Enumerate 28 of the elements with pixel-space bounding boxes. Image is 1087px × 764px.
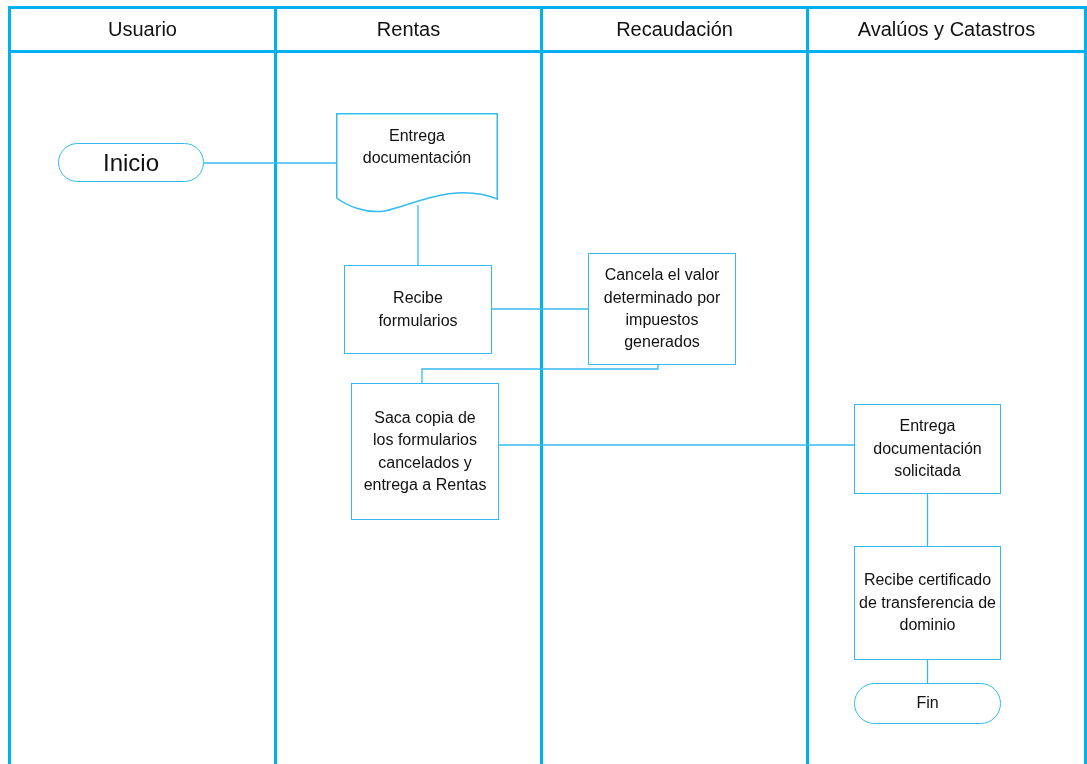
- step-label: Entrega documentación: [361, 126, 473, 169]
- connector-line: [926, 493, 929, 547]
- process-box: [344, 265, 492, 354]
- connector-line: [203, 162, 337, 164]
- connector-line: [491, 308, 589, 310]
- step-label: Cancela el valor determinado por impuestos generados: [602, 265, 722, 353]
- step-label: Recibe certificado de transferencia de dominio: [858, 570, 997, 636]
- step-label: Fin: [915, 693, 940, 714]
- process-box: [351, 383, 499, 520]
- connector-line: [421, 364, 659, 384]
- step-label: Recibe formularios: [377, 288, 459, 331]
- process-box: [588, 253, 736, 365]
- swimlane: [806, 6, 1087, 764]
- lane-header: Avalúos y Catastros: [809, 9, 1084, 53]
- lane-header: Rentas: [277, 9, 540, 53]
- terminator-shape: [854, 683, 1001, 724]
- process-box: [854, 546, 1001, 660]
- connector-line: [417, 204, 419, 266]
- step-label: Inicio: [102, 147, 160, 178]
- lane-header: Recaudación: [543, 9, 806, 53]
- connector-line: [926, 659, 929, 684]
- step-label: Saca copia de los formularios cancelados y entrega a Rentas: [362, 407, 488, 495]
- step-label: Entrega documentación solicitada: [872, 416, 983, 482]
- connector-line: [498, 444, 855, 446]
- lane-header: Usuario: [11, 9, 274, 53]
- swimlane: [8, 6, 277, 764]
- terminator-shape: [58, 143, 204, 182]
- process-box: [854, 404, 1001, 494]
